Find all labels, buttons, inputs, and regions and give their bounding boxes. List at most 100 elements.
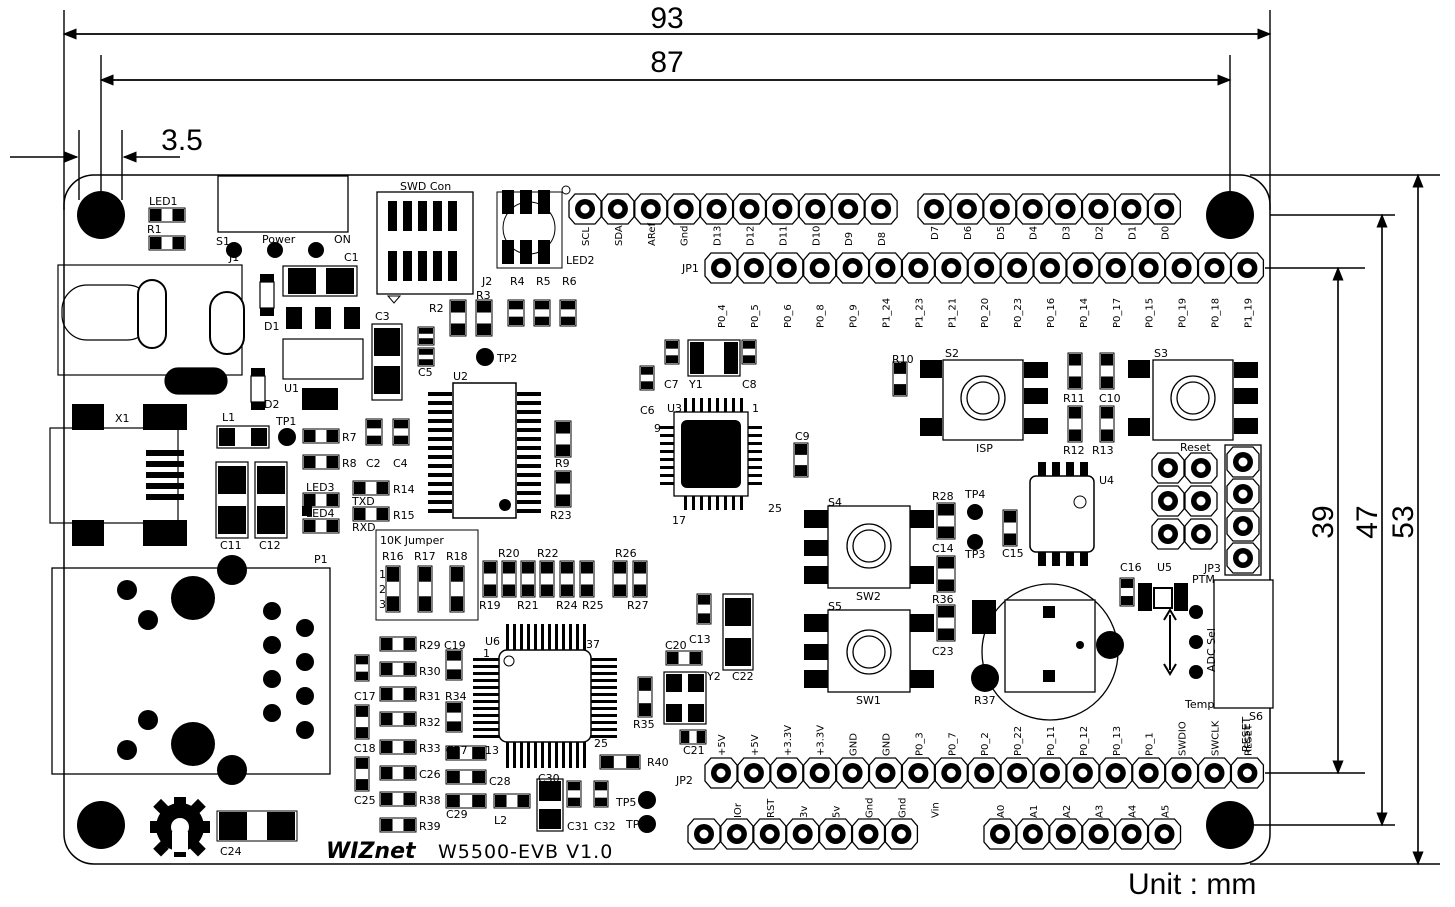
part-label: 25 bbox=[594, 737, 608, 750]
part-label: R21 bbox=[517, 599, 539, 612]
cap-c3-pad-a bbox=[374, 328, 400, 356]
part-label: C28 bbox=[489, 775, 511, 788]
header-label-digital-low: D5 bbox=[996, 226, 1007, 240]
resistor-r30 bbox=[379, 661, 417, 677]
resistor-r7 bbox=[302, 428, 340, 444]
part-label: J1 bbox=[228, 251, 239, 264]
dim-height-total: 53 bbox=[1387, 505, 1420, 538]
jumper-r17 bbox=[417, 565, 433, 613]
resistor-r5 bbox=[533, 299, 551, 327]
oshw-logo bbox=[150, 797, 210, 857]
cap-c5 bbox=[417, 347, 435, 367]
header-label-jp1: P0_9 bbox=[849, 304, 860, 328]
button-pads bbox=[804, 360, 1258, 688]
test-points bbox=[278, 348, 983, 833]
label-jp1: JP1 bbox=[681, 262, 699, 275]
part-label: C9 bbox=[795, 430, 810, 443]
part-label: C3 bbox=[375, 310, 390, 323]
header-label-digital-low: D4 bbox=[1029, 226, 1040, 240]
header-pin-digital-low bbox=[950, 193, 984, 225]
chip-u2 bbox=[428, 382, 541, 519]
header-pin-jp2 bbox=[704, 757, 738, 789]
header-pin-icsp bbox=[1184, 518, 1218, 550]
header-label-jp2: RESET bbox=[1243, 723, 1254, 756]
resistor-r21 bbox=[520, 560, 536, 598]
header-label-digital-high: SDA bbox=[614, 225, 625, 246]
part-label: R6 bbox=[562, 275, 577, 288]
part-label: C2 bbox=[366, 457, 381, 470]
cap-c10 bbox=[1099, 352, 1115, 390]
header-label-digital-low: D7 bbox=[930, 226, 941, 240]
part-label: X1 bbox=[115, 412, 130, 425]
part-label: C29 bbox=[446, 808, 468, 821]
board-outline bbox=[63, 174, 1271, 865]
header-label-jp2: P0_13 bbox=[1112, 726, 1123, 756]
part-label: C20 bbox=[665, 639, 687, 652]
jumper-block bbox=[1138, 579, 1274, 709]
header-pin-digital-high bbox=[765, 193, 800, 225]
header-label-jp1: P0_4 bbox=[717, 304, 728, 328]
header-pin-digital-high bbox=[864, 193, 898, 225]
jumper-box bbox=[375, 529, 479, 621]
header-pin-digital-low bbox=[1081, 193, 1116, 225]
part-label: R16 bbox=[382, 550, 404, 563]
part-label: U2 bbox=[453, 370, 468, 383]
header-label-jp2: SWDIO bbox=[1178, 721, 1189, 756]
header-pin-jp2 bbox=[934, 757, 968, 789]
part-label: JP3 bbox=[1203, 562, 1221, 575]
part-label: D2 bbox=[264, 398, 279, 411]
part-label: C8 bbox=[742, 378, 757, 391]
header-pin-jp1 bbox=[967, 252, 1001, 284]
header-pin-jp1 bbox=[934, 252, 968, 284]
header-pin-digital-high bbox=[699, 193, 734, 225]
header-label-digital-low: D2 bbox=[1095, 226, 1106, 240]
resistor-r13 bbox=[1099, 405, 1115, 443]
header-pin-digital-high bbox=[634, 193, 668, 225]
part-label: R19 bbox=[479, 599, 501, 612]
part-label: C4 bbox=[393, 457, 408, 470]
part-label: L1 bbox=[222, 411, 235, 424]
led-led1 bbox=[148, 207, 186, 223]
header-pin-jp2 bbox=[1230, 757, 1265, 789]
part-label: ISP bbox=[976, 442, 993, 455]
resistor-r26 bbox=[612, 560, 628, 598]
wiznet-logo: WIZnet bbox=[326, 839, 417, 864]
header-label-jp2: +5V bbox=[717, 734, 728, 756]
resistor-r22 bbox=[539, 560, 555, 598]
part-label: C16 bbox=[1120, 561, 1142, 574]
resistor-r9 bbox=[554, 420, 572, 458]
header-label-jp1: P1_24 bbox=[882, 298, 893, 328]
part-label: R31 bbox=[419, 690, 441, 703]
cap-c6 bbox=[639, 365, 655, 391]
cap-c24 bbox=[216, 810, 298, 842]
header-label-jp2: +3.3V bbox=[816, 725, 827, 756]
ethernet-jack-p1 bbox=[51, 555, 331, 785]
part-label: R2 bbox=[429, 302, 444, 315]
header-pin-jp3 bbox=[1226, 542, 1260, 574]
header-label-jp2: P0_11 bbox=[1046, 726, 1057, 756]
part-label: 25 bbox=[768, 502, 782, 515]
header-pin-jp2 bbox=[1066, 757, 1100, 789]
cap-c22-pad-b bbox=[725, 638, 751, 666]
header-pin-jp2 bbox=[1164, 757, 1199, 789]
s6-reset-label: RESET bbox=[1240, 716, 1253, 752]
part-label: R33 bbox=[419, 742, 441, 755]
header-label-jp1: P0_18 bbox=[1211, 298, 1222, 328]
label-jp2: JP2 bbox=[675, 774, 693, 787]
header-pin-jp2 bbox=[1033, 757, 1067, 789]
cap-c26 bbox=[379, 765, 417, 781]
part-label: PTM bbox=[1192, 573, 1215, 586]
header-pin-jp1 bbox=[1066, 252, 1100, 284]
header-label-analog: A2 bbox=[1062, 805, 1073, 818]
header-pin-jp3 bbox=[1226, 446, 1260, 478]
part-label: C26 bbox=[419, 768, 441, 781]
cap-c15 bbox=[1002, 509, 1018, 547]
part-label: L2 bbox=[494, 814, 507, 827]
part-label: R15 bbox=[393, 509, 415, 522]
header-label-digital-low: D3 bbox=[1062, 226, 1073, 240]
chip-u1 bbox=[282, 338, 364, 380]
header-label-jp1: P1_21 bbox=[947, 298, 958, 328]
part-label: R39 bbox=[419, 820, 441, 833]
header-pin-jp1 bbox=[835, 252, 870, 284]
dim-top-width: 93 bbox=[650, 2, 683, 35]
